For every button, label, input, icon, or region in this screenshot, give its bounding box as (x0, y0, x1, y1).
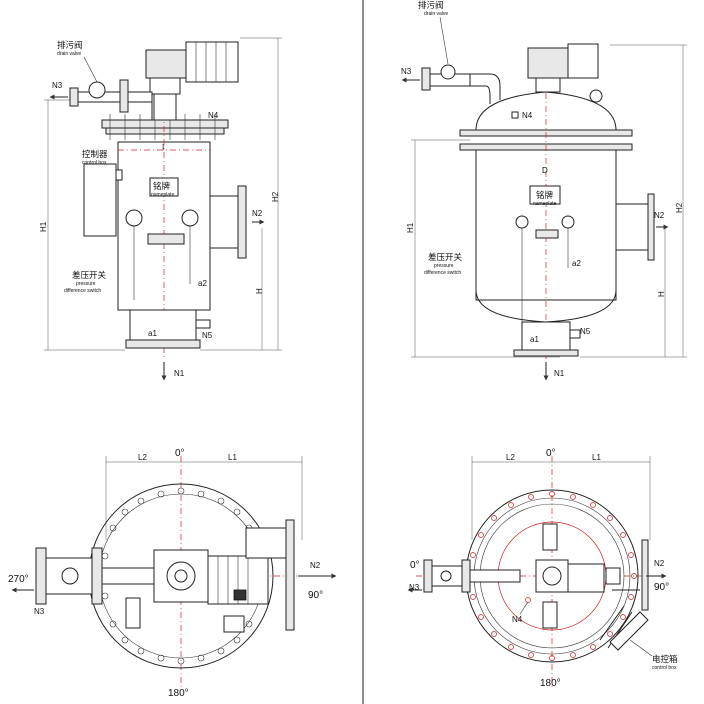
label-a1: a1 (148, 329, 157, 338)
motor (567, 563, 605, 593)
nameplate-label-en: nameplate (533, 201, 557, 207)
top-view-left: L2 L1 0° 180° 270° 90° N2 N3 (8, 448, 337, 699)
control-box-label-zh: 电控箱 (652, 654, 678, 664)
label-n2: N2 (310, 561, 321, 570)
outlet-n2 (615, 203, 649, 251)
front-view-right: 排污阀 drain valve 铭牌 nameplate 差压开关 pressu… (401, 0, 687, 381)
label-d: D (542, 166, 548, 175)
label-l1: L1 (228, 453, 237, 462)
outlet-n2 (245, 527, 287, 559)
label-n2: N2 (654, 211, 665, 220)
label-n3: N3 (52, 81, 63, 90)
label-n4: N4 (512, 615, 523, 624)
label-h: H (657, 291, 666, 297)
angle-0: 0° (175, 448, 185, 459)
label-h2: H2 (675, 202, 684, 213)
label-h1: H1 (406, 222, 415, 233)
label-i: I (162, 143, 164, 152)
label-h2: H2 (271, 191, 280, 202)
label-l2: L2 (138, 453, 147, 462)
front-view-left: 排污阀 drain valve 控制器 control box 铭牌 namep… (39, 37, 282, 381)
top-flange (101, 119, 229, 129)
motor (567, 43, 599, 79)
dp-switch-label-en2: difference switch (424, 270, 461, 276)
pressure-gauge-left (515, 215, 529, 229)
label-a2: a2 (198, 279, 207, 288)
drain-valve-label-en: drain valve (57, 51, 81, 57)
label-n2: N2 (252, 209, 263, 218)
label-n3: N3 (401, 67, 412, 76)
angle-90: 90° (654, 582, 669, 593)
drain-valve-label-zh: 排污阀 (418, 0, 444, 10)
label-a1: a1 (530, 335, 539, 344)
gear-reducer (145, 49, 187, 79)
pressure-gauge-right (561, 215, 575, 229)
bottom-flange (513, 349, 579, 357)
label-a2: a2 (572, 259, 581, 268)
nameplate-label-zh: 铭牌 (536, 190, 554, 200)
nameplate (529, 185, 561, 205)
label-l1: L1 (592, 453, 601, 462)
control-box-label-zh: 控制器 (82, 149, 108, 159)
label-h1: H1 (39, 221, 48, 232)
motor (185, 41, 239, 83)
label-n3: N3 (409, 583, 420, 592)
nameplate-label-en: nameplate (151, 192, 175, 198)
dp-switch (535, 229, 559, 239)
dp-switch-label-zh: 差压开关 (72, 270, 107, 280)
control-box-label-en: control box (82, 160, 107, 166)
label-n2: N2 (654, 559, 665, 568)
outlet-n2 (209, 195, 239, 249)
nameplate (149, 177, 179, 197)
angle-180: 180° (168, 688, 189, 699)
control-box-label-en: control box (652, 665, 677, 671)
drain-valve-label-en: drain valve (424, 11, 448, 17)
angle-0-left: 0° (410, 560, 420, 571)
angle-180: 180° (540, 678, 561, 689)
label-n4: N4 (522, 111, 533, 120)
angle-270: 270° (8, 574, 29, 585)
bottom-flange (125, 339, 201, 349)
pressure-gauge-left (125, 209, 143, 227)
label-n3: N3 (34, 607, 45, 616)
dp-switch-label-en2: difference switch (64, 288, 101, 294)
pressure-gauge-right (181, 209, 199, 227)
top-view-right: L2 L1 0° 180° 0° 90° N2 N3 N4 电控箱 contro… (407, 448, 678, 690)
label-n1: N1 (554, 369, 565, 378)
label-n4: N4 (208, 111, 219, 120)
dp-switch-label-zh: 差压开关 (428, 252, 463, 262)
outlet-n2 (641, 539, 649, 611)
label-h: H (255, 288, 264, 294)
nameplate-label-zh: 铭牌 (153, 181, 171, 191)
dp-switch-label-en1: pressure (434, 263, 454, 269)
control-box (609, 611, 649, 651)
label-n5: N5 (580, 327, 591, 336)
bolt-holes (467, 491, 637, 661)
label-n1: N1 (174, 369, 185, 378)
control-box (83, 163, 117, 237)
dp-switch (147, 233, 185, 245)
label-n5: N5 (202, 331, 213, 340)
label-l2: L2 (506, 453, 515, 462)
drain-valve (440, 64, 456, 80)
dp-switch-label-en1: pressure (76, 281, 96, 287)
angle-90: 90° (308, 590, 323, 601)
drain-valve (88, 81, 106, 99)
drain-valve-label-zh: 排污阀 (57, 40, 83, 50)
gear-reducer (527, 47, 569, 79)
angle-0-top: 0° (546, 448, 556, 459)
